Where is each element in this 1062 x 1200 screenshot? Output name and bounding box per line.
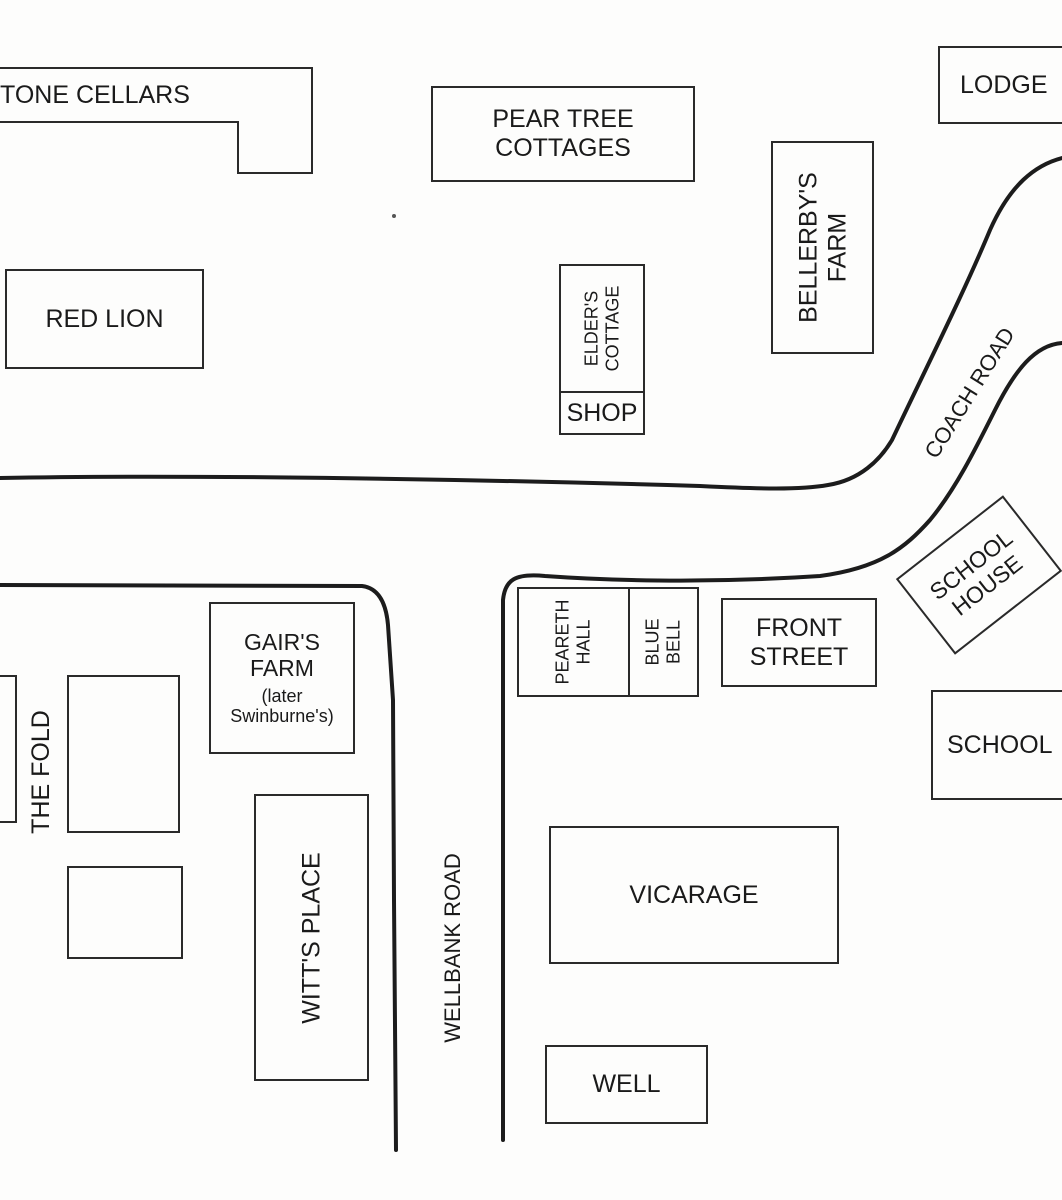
blue-bell-line1: BLUE bbox=[642, 618, 663, 666]
shop: SHOP bbox=[559, 391, 645, 435]
school: SCHOOL bbox=[931, 690, 1062, 800]
lodge: LODGE bbox=[938, 46, 1062, 124]
witts-place: WITT'S PLACE bbox=[254, 794, 369, 1081]
ink-speck bbox=[392, 214, 396, 218]
blue-bell-line2: BELL bbox=[663, 619, 684, 665]
gairs-line2: FARM bbox=[250, 655, 314, 682]
peareth-line2: HALL bbox=[573, 619, 594, 665]
front-street-line1: FRONT bbox=[755, 613, 843, 642]
well-label: WELL bbox=[592, 1070, 661, 1099]
peareth-line1: PEARETH bbox=[552, 599, 573, 685]
stone-cellars-outline bbox=[0, 67, 313, 174]
pear-tree-cottages: PEAR TREE COTTAGES bbox=[431, 86, 695, 182]
elders-line2: COTTAGE bbox=[602, 285, 622, 372]
elders-cottage: ELDER'S COTTAGE bbox=[559, 264, 645, 393]
front-street-line2: STREET bbox=[749, 642, 849, 671]
pear-tree-line2: COTTAGES bbox=[495, 134, 631, 162]
wellbank-road-west-edge bbox=[0, 583, 398, 1152]
pear-tree-line1: PEAR TREE bbox=[492, 105, 634, 134]
vicarage: VICARAGE bbox=[549, 826, 839, 964]
elders-line1: ELDER'S bbox=[581, 290, 602, 367]
red-lion-label: RED LION bbox=[45, 304, 164, 333]
bellerbys-line1: BELLERBY'S bbox=[794, 172, 823, 323]
well: WELL bbox=[545, 1045, 708, 1124]
blue-bell: BLUE BELL bbox=[628, 587, 699, 697]
lodge-label: LODGE bbox=[960, 70, 1048, 99]
fold-building-edge bbox=[0, 675, 17, 823]
bellerbys-farm: BELLERBY'S FARM bbox=[771, 141, 874, 354]
coach-road-south-edge bbox=[501, 341, 1062, 1142]
vicarage-label: VICARAGE bbox=[629, 880, 759, 909]
bellerbys-line2: FARM bbox=[823, 212, 851, 283]
stone-cellars-label: TONE CELLARS bbox=[0, 80, 190, 109]
gairs-line3: (later bbox=[261, 685, 303, 706]
peareth-hall: PEARETH HALL bbox=[517, 587, 630, 697]
main-road-north-edge bbox=[0, 156, 1062, 491]
school-label: SCHOOL bbox=[947, 730, 1053, 759]
wellbank-road-label: WELLBANK ROAD bbox=[440, 853, 466, 1043]
gairs-farm: GAIR'S FARM (later Swinburne's) bbox=[209, 602, 355, 754]
gairs-line4: Swinburne's) bbox=[230, 706, 334, 727]
fold-building-upper bbox=[67, 675, 180, 833]
witts-place-label: WITT'S PLACE bbox=[297, 852, 326, 1024]
fold-building-lower bbox=[67, 866, 183, 959]
the-fold-label: THE FOLD bbox=[26, 710, 55, 834]
red-lion: RED LION bbox=[5, 269, 204, 369]
shop-label: SHOP bbox=[566, 398, 638, 427]
gairs-line1: GAIR'S bbox=[244, 628, 320, 655]
front-street: FRONT STREET bbox=[721, 598, 877, 687]
